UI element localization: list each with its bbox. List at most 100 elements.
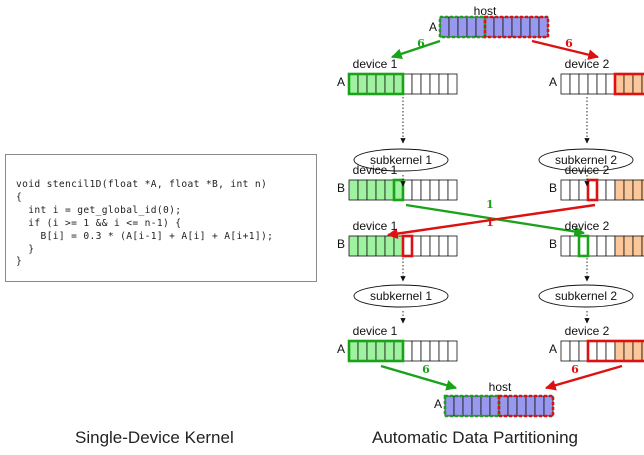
highlight-box (392, 178, 405, 202)
transfer-arrow-host-to-device1 (390, 39, 441, 60)
subkernel1-ellipse (353, 284, 449, 308)
highlight-box (443, 394, 501, 418)
array-cell (596, 235, 607, 257)
array-cell (357, 179, 368, 201)
device1-array-b-label: B (337, 237, 345, 251)
array-cell (605, 340, 616, 362)
device2-array-a-label: A (549, 342, 557, 356)
device1-label: device 1 (353, 57, 398, 71)
array-cell (529, 16, 540, 38)
array-cell (402, 340, 413, 362)
array-cell (420, 179, 431, 201)
array-cell (525, 395, 536, 417)
array-cell (447, 340, 458, 362)
array-cell (438, 340, 449, 362)
code-line: } (16, 243, 35, 255)
transfer-count-label: 6 (571, 363, 579, 376)
device2-label: device 2 (565, 57, 610, 71)
caption-single-device-kernel: Single-Device Kernel (75, 428, 234, 447)
array-cell (429, 235, 440, 257)
array-cell (457, 16, 468, 38)
array-cell (375, 235, 386, 257)
array-cell (596, 179, 607, 201)
array-cell (366, 73, 377, 95)
array-cell (453, 395, 464, 417)
array-cell (641, 235, 644, 257)
array-cell (605, 179, 616, 201)
transfer-arrow-device2-to-host (544, 364, 623, 391)
device2-array-a-result (560, 339, 644, 363)
array-cell (632, 235, 643, 257)
array-cell (587, 235, 598, 257)
code-line: } (16, 256, 23, 268)
array-cell (348, 73, 359, 95)
device2-array-b-label: B (549, 237, 557, 251)
array-cell (348, 179, 359, 201)
array-cell (393, 179, 404, 201)
array-cell (357, 340, 368, 362)
transfer-count-label: 1 (486, 216, 494, 229)
device1-array-b (348, 178, 458, 202)
device2-array-b-synced (560, 234, 644, 258)
subkernel1-label: subkernel 1 (370, 153, 432, 167)
array-cell (366, 340, 377, 362)
device2-label: device 2 (565, 163, 610, 177)
array-cell (614, 235, 625, 257)
device1-array-a-result (347, 339, 458, 363)
array-cell (543, 395, 554, 417)
device2-label: device 2 (565, 324, 610, 338)
device1-array-a-label: A (337, 75, 345, 89)
highlight-box (347, 339, 405, 363)
array-cell (438, 73, 449, 95)
host-array-a-top (438, 15, 550, 39)
code-line: if (i >= 1 && i <= n-1) { (16, 217, 182, 229)
array-cell (578, 235, 589, 257)
code-line: B[i] = 0.3 * (A[i-1] + A[i] + A[i+1]); (16, 230, 274, 242)
highlight-box (347, 72, 405, 96)
device1-label: device 1 (353, 324, 398, 338)
device2-array-b-label: B (549, 181, 557, 195)
array-cell (348, 340, 359, 362)
array-cell (480, 395, 491, 417)
array-cell (614, 340, 625, 362)
array-cell (375, 179, 386, 201)
array-cell (641, 179, 644, 201)
array-cell (357, 235, 368, 257)
array-cell (520, 16, 531, 38)
array-cell (475, 16, 486, 38)
array-cell (411, 340, 422, 362)
array-cell (538, 16, 549, 38)
array-cell (411, 179, 422, 201)
array-cell (402, 235, 413, 257)
transfer-count-label: 6 (422, 363, 430, 376)
transfer-count-label: 6 (417, 37, 425, 50)
array-cell (447, 235, 458, 257)
device1-array-b-label: B (337, 181, 345, 195)
array-cell (534, 395, 545, 417)
array-cell (578, 73, 589, 95)
array-cell (569, 340, 580, 362)
highlight-box (586, 178, 599, 202)
array-cell (393, 73, 404, 95)
array-cell (489, 395, 500, 417)
array-cell (375, 340, 386, 362)
array-cell (493, 16, 504, 38)
array-cell (420, 340, 431, 362)
array-cell (502, 16, 513, 38)
device2-array-a-label: A (549, 75, 557, 89)
highlight-box (483, 15, 550, 39)
array-cell (384, 179, 395, 201)
array-cell (420, 235, 431, 257)
host-array-a-label-bottom: A (434, 397, 442, 411)
array-cell (384, 73, 395, 95)
device1-array-b-synced (348, 234, 458, 258)
array-cell (402, 179, 413, 201)
array-cell (587, 179, 598, 201)
array-cell (623, 235, 634, 257)
array-cell (448, 16, 459, 38)
device2-array-a (560, 72, 644, 96)
array-cell (471, 395, 482, 417)
device2-label: device 2 (565, 219, 610, 233)
array-cell (569, 235, 580, 257)
